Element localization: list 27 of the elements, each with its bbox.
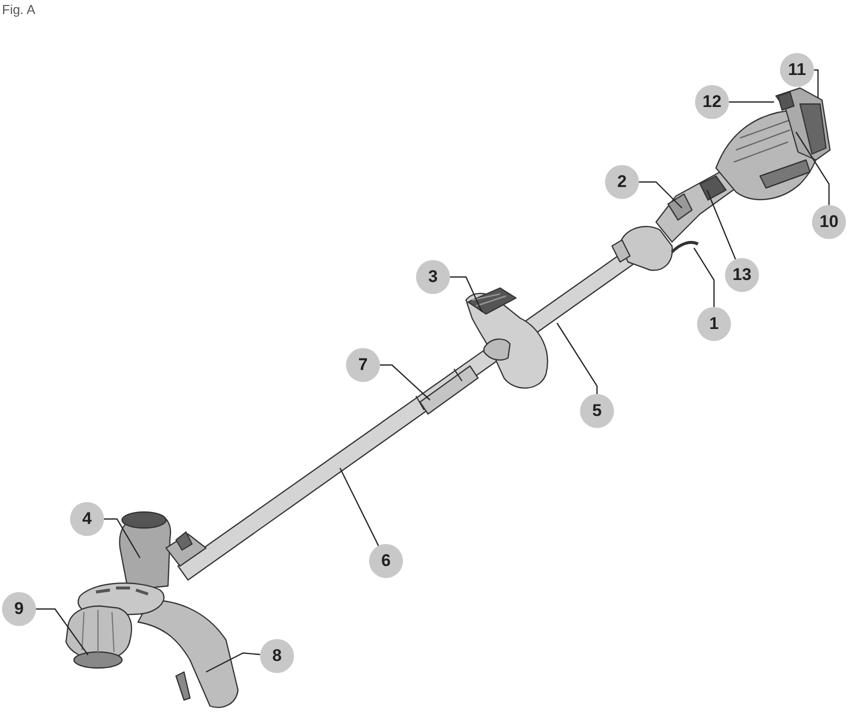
leader-line xyxy=(380,364,430,400)
callout-number: 9 xyxy=(2,592,36,626)
leader-line xyxy=(706,190,736,260)
callout-number: 12 xyxy=(695,85,729,119)
callout-number: 11 xyxy=(780,53,814,87)
callout-number: 13 xyxy=(725,258,759,292)
figure-title: Fig. A xyxy=(2,2,36,17)
callout-number: 10 xyxy=(812,205,846,239)
callout-number: 3 xyxy=(416,260,450,294)
callout-number: 4 xyxy=(70,502,104,536)
callout-number: 6 xyxy=(369,544,403,578)
leader-line xyxy=(450,276,483,312)
callout-number: 8 xyxy=(260,639,294,673)
callout-number: 2 xyxy=(605,165,639,199)
leader-line xyxy=(339,468,380,546)
leader-line xyxy=(556,322,598,394)
callout-number: 5 xyxy=(580,394,614,428)
leader-line xyxy=(729,101,774,103)
leader-line xyxy=(104,518,141,558)
callout-number: 7 xyxy=(346,348,380,382)
leader-line xyxy=(36,608,88,656)
leader-line xyxy=(639,181,682,208)
leader-line xyxy=(796,132,830,205)
callout-number: 1 xyxy=(697,307,731,341)
leader-line xyxy=(814,69,819,98)
leader-line xyxy=(206,652,260,673)
leader-line xyxy=(694,248,715,307)
